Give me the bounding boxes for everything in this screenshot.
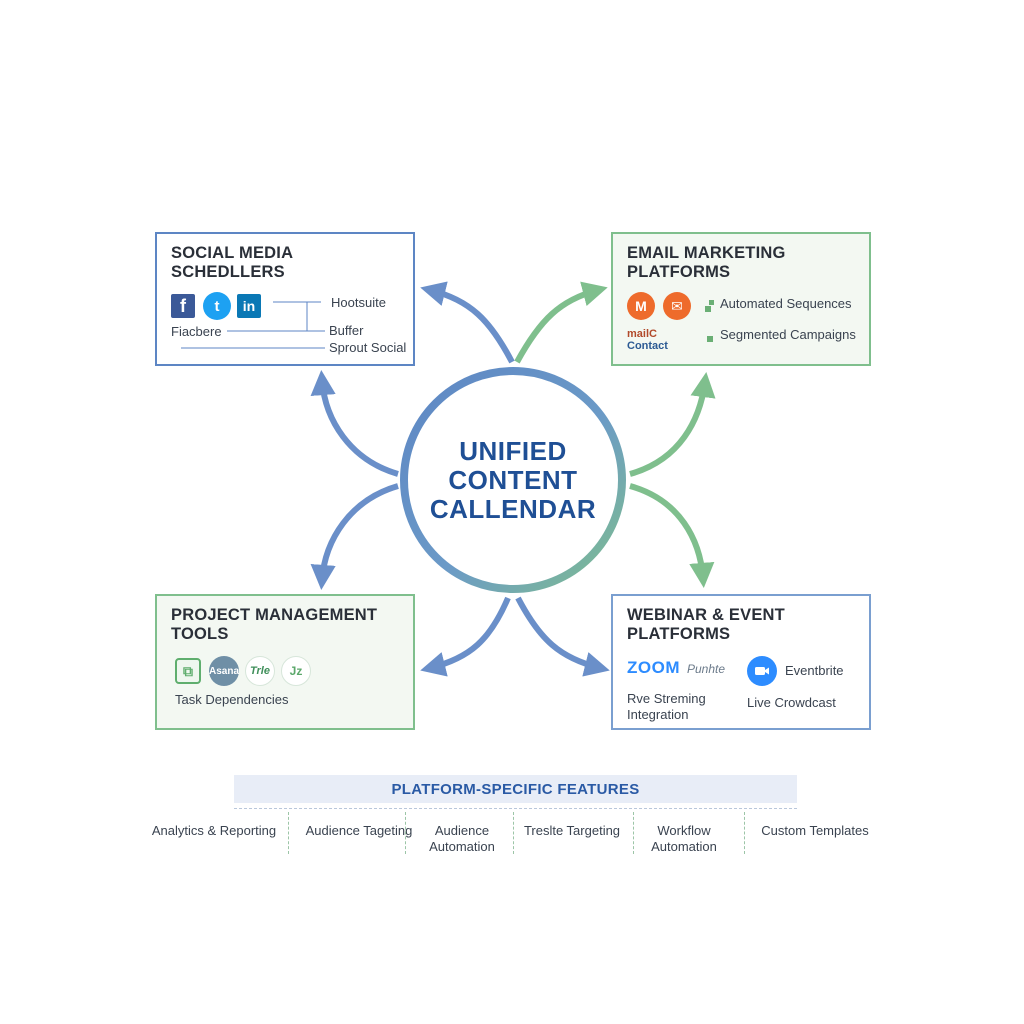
title-line: EMAIL MARKETING	[627, 244, 786, 262]
zoom-logo: ZOOM	[627, 658, 680, 677]
arrow-to-project-top	[310, 483, 399, 591]
feature-line: Audience Tageting	[305, 823, 413, 838]
arrow-to-social-bottom	[310, 369, 399, 477]
webinar-event-box: WEBINAR & EVENT PLATFORMS ZOOM Punhte Ev…	[611, 594, 871, 730]
social-media-box: SOCIAL MEDIA SCHEDLLERS f t in Hootsuite…	[155, 232, 415, 366]
envelope-icon: ✉	[663, 292, 691, 320]
center-title-line: CONTENT	[448, 464, 578, 495]
task-board-icon: ⧉	[175, 658, 201, 684]
social-media-title: SOCIAL MEDIA SCHEDLLERS	[171, 244, 293, 282]
feature-audience-targeting: Audience Tageting	[296, 823, 422, 839]
arrow-to-email-top	[514, 281, 608, 364]
title-line: PLATFORMS	[627, 625, 731, 643]
center-hub: UNIFIED CONTENT CALLENDAR	[399, 366, 627, 594]
title-line: SCHEDLLERS	[171, 263, 285, 281]
feature-line: Audience	[434, 823, 490, 838]
email-marketing-box: EMAIL MARKETING PLATFORMS M ✉ Automated …	[611, 232, 871, 366]
task-dependencies-label: Task Dependencies	[175, 692, 289, 707]
arrow-to-webinar-bottom	[515, 596, 610, 677]
live-crowdcast-label: Live Crowdcast	[747, 695, 836, 710]
sprout-social-label: Sprout Social	[329, 340, 407, 355]
center-title-line: CALLENDAR	[429, 493, 597, 524]
social-connector-lines	[181, 301, 325, 349]
feature-separator	[513, 812, 514, 854]
title-line: PLATFORMS	[627, 263, 731, 281]
fiacbere-label: Fiacbere	[171, 324, 222, 339]
feature-separator	[744, 812, 745, 854]
asana-icon: Asana	[209, 656, 239, 686]
arrow-to-project-bottom	[420, 596, 511, 677]
jira-icon: Jz	[281, 656, 311, 686]
arrow-to-social-top	[420, 281, 515, 364]
feature-separator	[633, 812, 634, 854]
feature-line: Automation	[429, 839, 495, 854]
center-title-line: UNIFIED	[459, 435, 567, 466]
buffer-label: Buffer	[329, 323, 364, 338]
mailchimp-logo: mailC	[627, 328, 657, 340]
twitter-icon: t	[203, 292, 231, 320]
bullet-icon	[705, 306, 711, 312]
feature-line: Custom Templates	[761, 823, 869, 838]
webinar-event-title: WEBINAR & EVENT PLATFORMS	[627, 606, 785, 644]
center-ring	[400, 367, 626, 593]
hootsuite-label: Hootsuite	[331, 295, 386, 310]
facebook-icon: f	[171, 294, 195, 318]
title-line: PROJECT MANAGEMENT	[171, 606, 378, 624]
mail-app-icon: M	[627, 292, 655, 320]
features-divider	[234, 808, 797, 809]
feature-treslte-targeting: Treslte Targeting	[516, 823, 628, 839]
bullet-icon	[709, 300, 714, 305]
features-banner: PLATFORM-SPECIFIC FEATURES	[234, 775, 797, 803]
title-line: TOOLS	[171, 625, 229, 643]
project-management-box: PROJECT MANAGEMENT TOOLS ⧉ Asana Trle Jz…	[155, 594, 415, 730]
feature-line: Workflow	[657, 823, 711, 838]
project-management-title: PROJECT MANAGEMENT TOOLS	[171, 606, 377, 644]
feature-line: Analytics & Reporting	[151, 823, 277, 838]
email-marketing-title: EMAIL MARKETING PLATFORMS	[627, 244, 786, 282]
linkedin-icon: in	[237, 294, 261, 318]
live-streaming-label-line1: Rve Streming	[627, 691, 706, 706]
feature-custom-templates: Custom Templates	[752, 823, 878, 839]
title-line: WEBINAR & EVENT	[627, 606, 785, 624]
zoom-extra-text: Punhte	[687, 662, 726, 676]
arrow-to-email-bottom	[629, 372, 716, 477]
feature-line: Automation	[651, 839, 717, 854]
arrow-to-webinar-top	[629, 483, 715, 589]
feature-separator	[288, 812, 289, 854]
feature-workflow-automation: Workflow Automation	[636, 823, 732, 855]
live-streaming-label-line2: Integration	[627, 707, 689, 722]
video-camera-icon	[747, 656, 777, 686]
constant-contact-logo: Contact	[627, 340, 668, 352]
automated-sequences-label: Automated Sequences	[720, 296, 852, 311]
center-title: UNIFIED CONTENT CALLENDAR	[429, 435, 597, 524]
feature-analytics: Analytics & Reporting	[142, 823, 286, 839]
segmented-campaigns-label: Segmented Campaigns	[720, 327, 856, 342]
feature-separator	[405, 812, 406, 854]
feature-audience-automation: Audience Automation	[412, 823, 512, 855]
trello-icon: Trle	[245, 656, 275, 686]
feature-line: Treslte Targeting	[523, 823, 621, 838]
eventbrite-label: Eventbrite	[785, 663, 844, 678]
title-line: SOCIAL MEDIA	[171, 244, 294, 262]
bullet-icon	[707, 336, 713, 342]
